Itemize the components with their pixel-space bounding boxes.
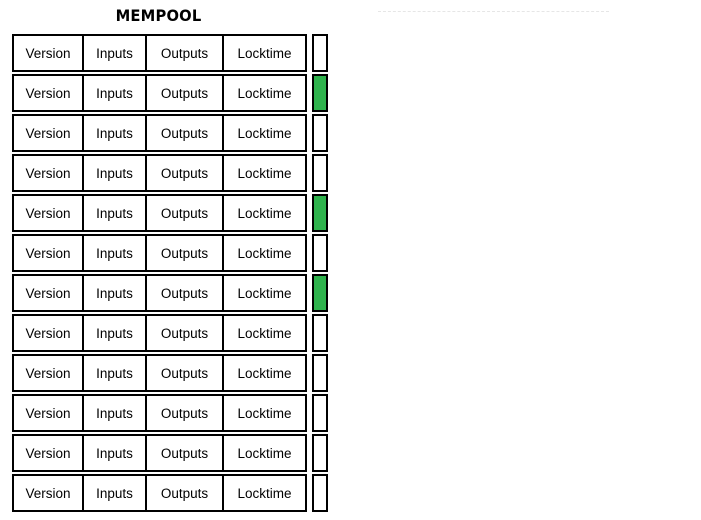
transaction-field-inputs: Inputs — [84, 396, 147, 430]
transaction-status-indicator[interactable] — [312, 314, 328, 352]
transaction-field-locktime: Locktime — [224, 436, 305, 470]
transaction-field-inputs: Inputs — [84, 36, 147, 70]
transaction-field-inputs: Inputs — [84, 356, 147, 390]
transaction-status-indicator[interactable] — [312, 434, 328, 472]
transaction-field-inputs: Inputs — [84, 476, 147, 510]
transaction-field-locktime: Locktime — [224, 236, 305, 270]
transaction-field-version: Version — [14, 476, 84, 510]
transaction-field-locktime: Locktime — [224, 476, 305, 510]
transaction-status-indicator[interactable] — [312, 74, 328, 112]
transaction-field-inputs: Inputs — [84, 116, 147, 150]
transaction-field-outputs: Outputs — [147, 276, 224, 310]
transaction-field-outputs: Outputs — [147, 76, 224, 110]
transaction-field-version: Version — [14, 236, 84, 270]
transaction-status-indicator[interactable] — [312, 394, 328, 432]
top-divider — [378, 11, 609, 12]
transaction-field-version: Version — [14, 276, 84, 310]
transaction-status-indicator[interactable] — [312, 474, 328, 512]
transaction-field-outputs: Outputs — [147, 236, 224, 270]
page-title: MEMPOOL — [115, 6, 202, 25]
transaction-field-version: Version — [14, 356, 84, 390]
transaction-field-outputs: Outputs — [147, 436, 224, 470]
transaction-field-version: Version — [14, 36, 84, 70]
transaction-field-version: Version — [14, 156, 84, 190]
transaction-field-version: Version — [14, 116, 84, 150]
transaction-field-locktime: Locktime — [224, 116, 305, 150]
transaction-status-indicator[interactable] — [312, 114, 328, 152]
transaction-field-outputs: Outputs — [147, 396, 224, 430]
transaction-field-inputs: Inputs — [84, 236, 147, 270]
transaction-status-indicator[interactable] — [312, 234, 328, 272]
transaction-field-locktime: Locktime — [224, 196, 305, 230]
transaction-field-version: Version — [14, 436, 84, 470]
transaction-status-indicator[interactable] — [312, 194, 328, 232]
transaction-field-outputs: Outputs — [147, 476, 224, 510]
transaction-field-locktime: Locktime — [224, 36, 305, 70]
transaction-field-inputs: Inputs — [84, 196, 147, 230]
transaction-field-version: Version — [14, 196, 84, 230]
transaction-field-outputs: Outputs — [147, 156, 224, 190]
transaction-field-outputs: Outputs — [147, 116, 224, 150]
transaction-field-outputs: Outputs — [147, 356, 224, 390]
transaction-field-outputs: Outputs — [147, 196, 224, 230]
transaction-field-version: Version — [14, 76, 84, 110]
transaction-field-inputs: Inputs — [84, 436, 147, 470]
transaction-field-inputs: Inputs — [84, 156, 147, 190]
transaction-field-locktime: Locktime — [224, 316, 305, 350]
transaction-field-outputs: Outputs — [147, 36, 224, 70]
transaction-field-locktime: Locktime — [224, 396, 305, 430]
transaction-field-locktime: Locktime — [224, 156, 305, 190]
transaction-field-locktime: Locktime — [224, 276, 305, 310]
transaction-field-inputs: Inputs — [84, 76, 147, 110]
transaction-field-outputs: Outputs — [147, 316, 224, 350]
transaction-status-indicator[interactable] — [312, 154, 328, 192]
transaction-field-version: Version — [14, 396, 84, 430]
transaction-field-inputs: Inputs — [84, 316, 147, 350]
transaction-field-locktime: Locktime — [224, 356, 305, 390]
transaction-status-indicator[interactable] — [312, 274, 328, 312]
transaction-field-inputs: Inputs — [84, 276, 147, 310]
transaction-status-indicator[interactable] — [312, 34, 328, 72]
transaction-field-locktime: Locktime — [224, 76, 305, 110]
transaction-status-indicator[interactable] — [312, 354, 328, 392]
transaction-field-version: Version — [14, 316, 84, 350]
